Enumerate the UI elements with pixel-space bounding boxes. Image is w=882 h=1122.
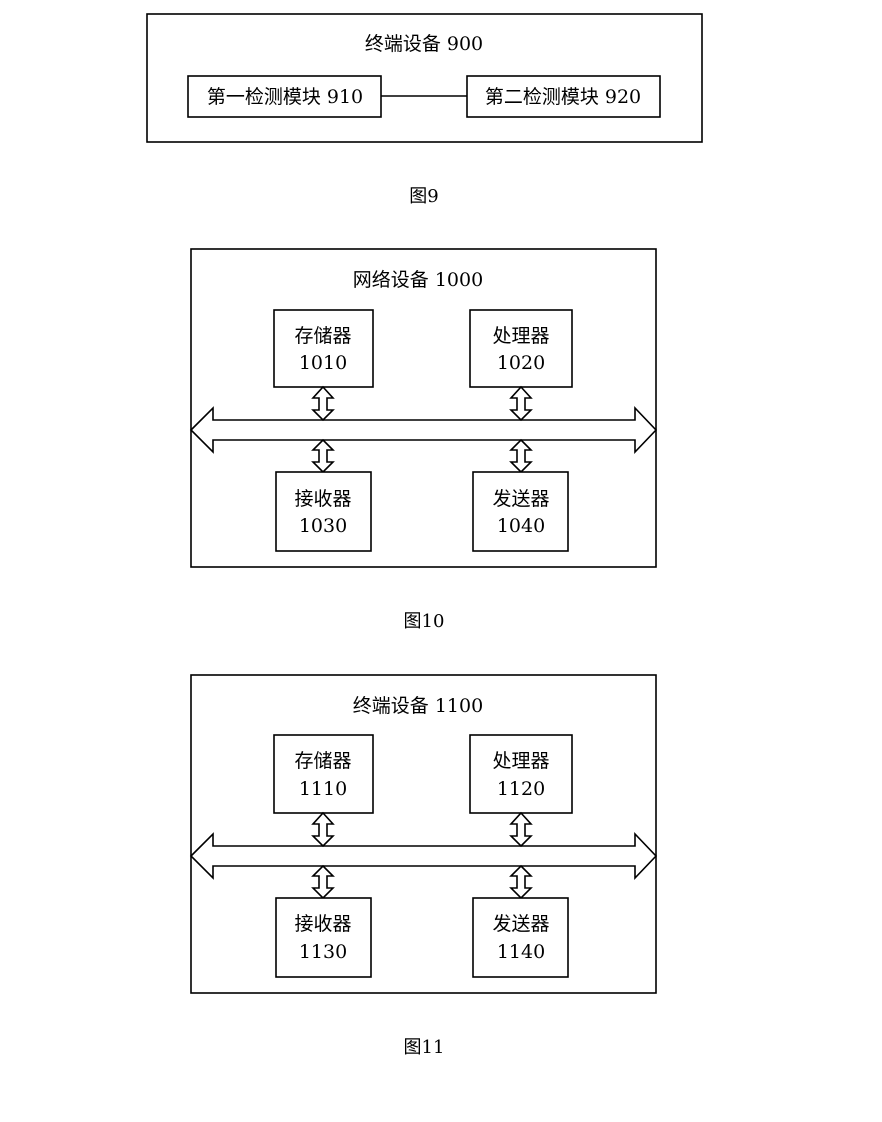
fig11-memory-bus-arrow: [311, 811, 335, 848]
fig11-memory-number: 1110: [299, 778, 347, 800]
fig10-transmitter-number: 1040: [497, 515, 545, 537]
fig10-memory-box: [273, 309, 374, 388]
fig11-receiver-name: 接收器: [294, 913, 351, 935]
fig10: 网络设备 1000 存储器 1010 处理器 1020 接收器 1030 发送器…: [189, 248, 658, 632]
fig10-caption: 图10: [404, 611, 445, 632]
fig11-processor-number: 1120: [497, 778, 545, 800]
fig11-terminal-device-box: [190, 674, 657, 994]
fig11-transmitter-number: 1140: [497, 941, 545, 963]
fig10-receiver-number: 1030: [299, 515, 347, 537]
fig10-transmitter-box: [472, 471, 569, 552]
fig11-processor-bus-arrow: [509, 811, 533, 848]
fig10-network-device-box: [190, 248, 657, 568]
fig9-second-detection-module-label: 第二检测模块 920: [485, 86, 641, 108]
fig11-transmitter-name: 发送器: [492, 913, 549, 935]
fig10-title: 网络设备 1000: [353, 269, 483, 291]
fig10-processor-name: 处理器: [492, 325, 549, 347]
fig10-processor-box: [469, 309, 573, 388]
fig11-processor-name: 处理器: [492, 750, 549, 772]
fig9-first-detection-module-label: 第一检测模块 910: [207, 86, 363, 108]
fig10-memory-bus-arrow: [311, 385, 335, 422]
fig11-memory-box: [273, 734, 374, 814]
fig11-transmitter-box: [472, 897, 569, 978]
fig11-title: 终端设备 1100: [353, 695, 483, 717]
fig11-caption: 图11: [404, 1037, 445, 1058]
fig9-second-detection-module-box: [466, 75, 661, 118]
fig9-first-detection-module-box: [187, 75, 382, 118]
fig11-bus-arrow: [189, 832, 658, 880]
fig9: 终端设备 900 第一检测模块 910 第二检测模块 920 图9: [146, 13, 703, 207]
fig11-receiver-box: [275, 897, 372, 978]
fig10-memory-number: 1010: [299, 352, 347, 374]
fig10-processor-bus-arrow: [509, 385, 533, 422]
fig10-receiver-box: [275, 471, 372, 552]
fig9-title: 终端设备 900: [365, 33, 483, 55]
fig9-caption: 图9: [409, 186, 438, 207]
fig11-receiver-number: 1130: [299, 941, 347, 963]
fig10-transmitter-name: 发送器: [492, 488, 549, 510]
fig10-receiver-name: 接收器: [294, 488, 351, 510]
fig11: 终端设备 1100 存储器 1110 处理器 1120 接收器 1130 发送器…: [189, 674, 658, 1058]
fig11-processor-box: [469, 734, 573, 814]
fig10-memory-name: 存储器: [294, 325, 351, 347]
fig10-bus-arrow: [189, 406, 658, 454]
fig11-memory-name: 存储器: [294, 750, 351, 772]
fig10-processor-number: 1020: [497, 352, 545, 374]
